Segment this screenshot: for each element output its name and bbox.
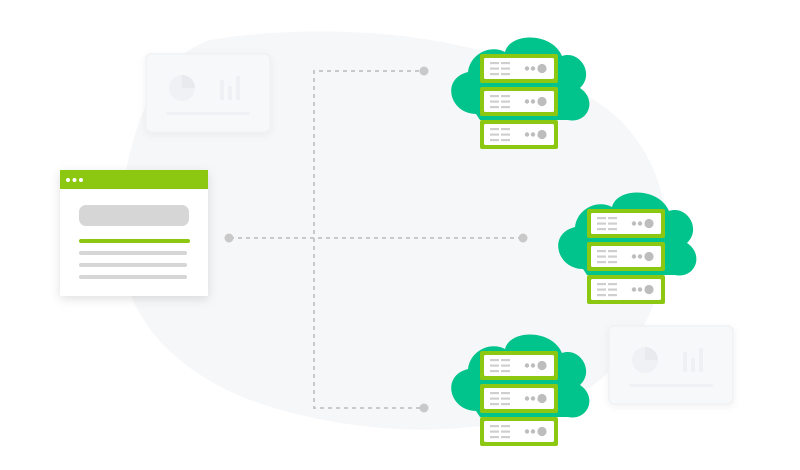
connector-dot-client <box>224 233 234 243</box>
content-line <box>79 263 187 267</box>
window-dot <box>66 178 70 182</box>
content-line <box>79 251 187 255</box>
content-placeholder-block <box>79 205 189 226</box>
connector-dot-middle <box>518 233 528 243</box>
connector-endpoints <box>224 66 528 413</box>
content-line <box>79 275 187 279</box>
connector-to-bottom-cloud <box>313 238 424 409</box>
connector-dot-top <box>419 66 429 76</box>
browser-window-icon <box>60 170 208 279</box>
window-dot <box>79 178 83 182</box>
connector-lines <box>230 70 523 409</box>
content-line-highlight <box>79 239 190 243</box>
browser-title-bar <box>60 170 208 189</box>
ghost-chart-card-top <box>145 53 271 133</box>
window-dot <box>72 178 77 182</box>
ghost-chart-card-bottom <box>608 325 734 405</box>
connector-dot-bottom <box>419 403 429 413</box>
